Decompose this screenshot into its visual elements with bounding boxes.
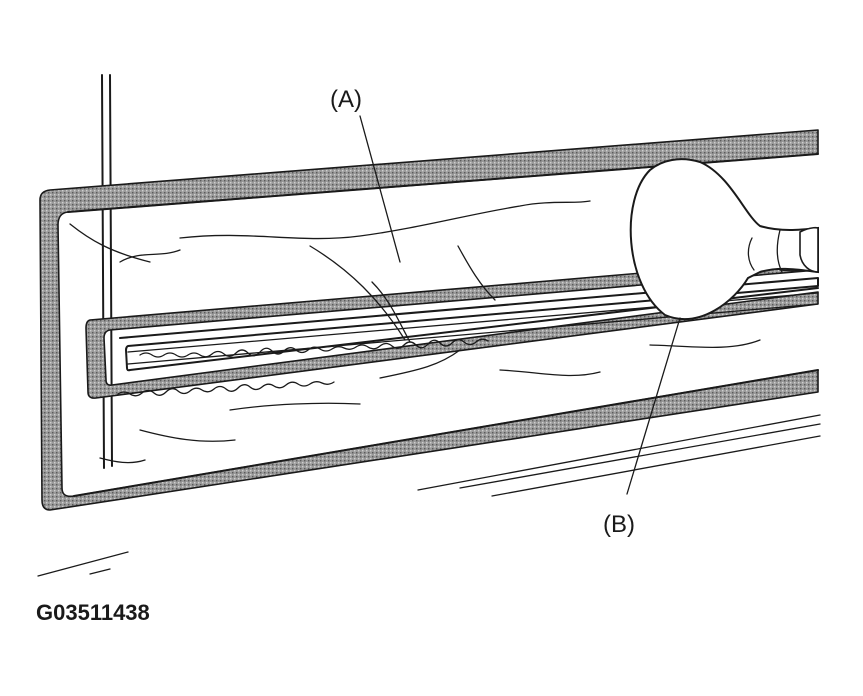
body-contour-lines: [37, 414, 821, 577]
leader-line-b: [626, 317, 681, 495]
leader-line-a: [359, 115, 401, 263]
callout-label-a: (A): [330, 86, 362, 113]
leader-lines: [359, 115, 681, 495]
callout-label-b: (B): [603, 511, 635, 538]
spray-bulb-tool: [629, 158, 819, 321]
figure-id-label: G03511438: [36, 600, 150, 625]
vertical-edge-lines: [101, 74, 113, 469]
